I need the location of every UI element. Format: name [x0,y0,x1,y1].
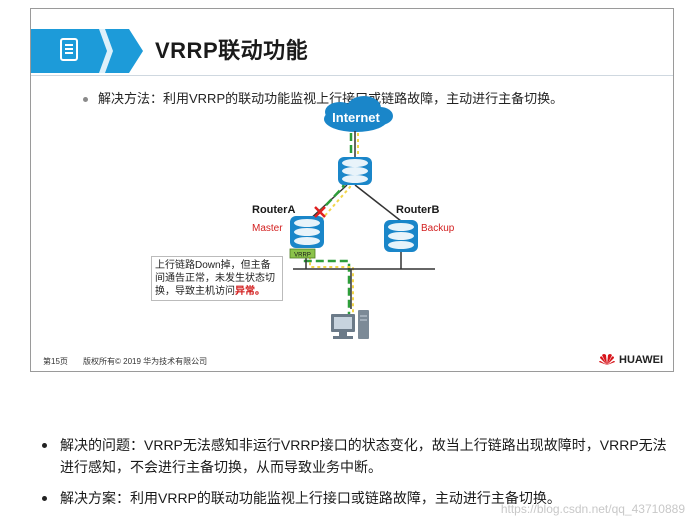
router-icon [338,157,372,185]
vrrp-tag: VRRP [294,253,311,259]
document-icon [60,38,78,61]
router-a-name: RouterA [252,204,295,216]
watermark: https://blog.csdn.net/qq_43710889 [500,502,685,516]
router-b-role: Backup [421,223,455,234]
huawei-logo-icon [599,354,615,365]
slide-bullet-text: 解决方法：利用VRRP的联动功能监视上行接口或链路故障，主动进行主备切换。 [98,91,564,106]
network-diagram: VRRP Internet RouterA Master RouterB Bac… [252,96,455,339]
footer-copyright: 版权所有© 2019 华为技术有限公司 [83,357,208,366]
router-b-icon [384,220,418,252]
footer-brand: HUAWEI [599,353,663,366]
callout-box: 上行链路Down掉，但主备间通告正常，未发生状态切换，导致主机访问异常。 [151,256,283,301]
note-item-problem: 解决的问题：VRRP无法感知非运行VRRP接口的状态变化，故当上行链路出现故障时… [40,434,680,478]
footer-brand-text: HUAWEI [619,353,663,366]
callout-emphasis: 异常。 [235,286,265,297]
slide-bullet: 解决方法：利用VRRP的联动功能监视上行接口或链路故障，主动进行主备切换。 [83,88,563,107]
bullet-dot [83,97,88,103]
fault-x-icon [314,206,326,218]
router-b-name: RouterB [396,204,439,216]
chevron-icon [99,29,113,73]
slide-title: VRRP联动功能 [155,38,309,63]
footer-page-number: 第15页 [43,357,68,366]
note-item-solution: 解决方案：利用VRRP的联动功能监视上行接口或链路故障，主动进行主备切换。 [40,487,680,509]
internet-label: Internet [332,110,380,125]
title-divider [31,75,673,76]
cloud-icon [324,96,393,132]
router-a-icon [290,216,324,248]
callout-text: 上行链路Down掉，但主备间通告正常，未发生状态切换，导致主机访问 [155,260,275,297]
pc-icon [331,310,369,339]
notes-list: 解决的问题：VRRP无法感知非运行VRRP接口的状态变化，故当上行链路出现故障时… [40,434,680,518]
vrrp-tag-box [289,248,316,259]
slide: VRRP联动功能 解决方法：利用VRRP的联动功能监视上行接口或链路故障，主动进… [30,8,674,372]
router-a-role: Master [252,223,283,234]
link-core-routerb [354,184,402,222]
